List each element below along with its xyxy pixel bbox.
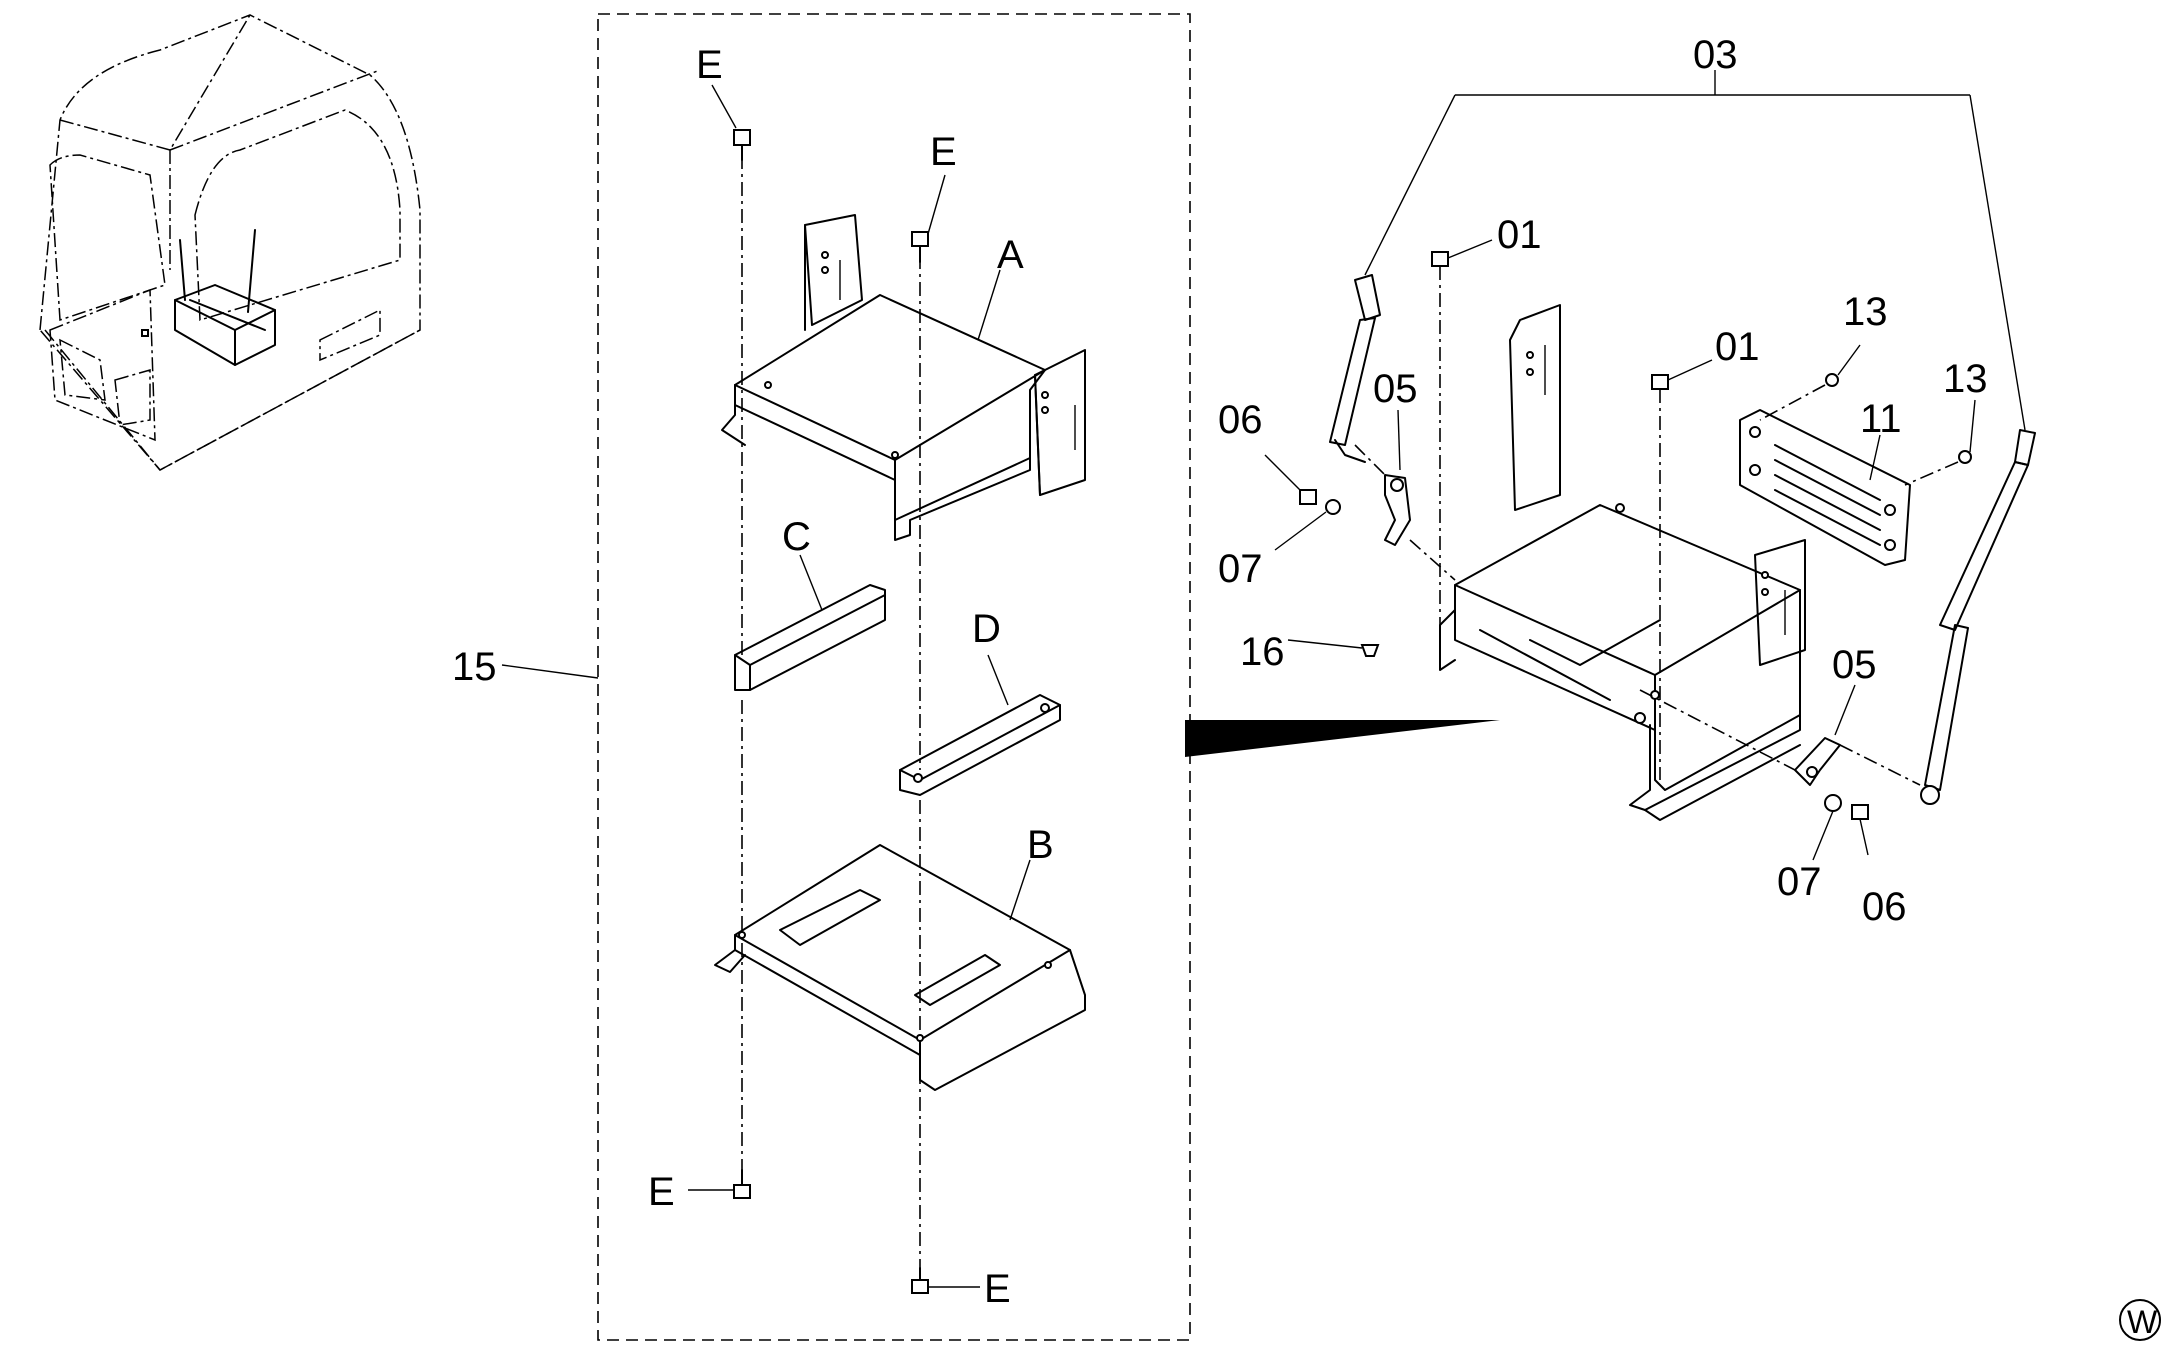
- bolt-01-2: [1651, 359, 1713, 780]
- bracket-05-lower: [1639, 684, 1921, 786]
- label-06-2: 06: [1862, 885, 1907, 929]
- bracket-05-upper: [1354, 409, 1456, 581]
- label-b: B: [1027, 823, 1054, 867]
- label-e-3: E: [648, 1170, 675, 1214]
- bolt-06-lower: [1851, 804, 1869, 856]
- leader-15: [501, 664, 599, 679]
- label-03: 03: [1693, 33, 1738, 77]
- bolt-e-2: [911, 174, 946, 263]
- bolt-e-3: [688, 1169, 751, 1199]
- leader-11: [1869, 434, 1881, 481]
- label-15: 15: [452, 645, 497, 689]
- bolt-01-1: [1431, 239, 1493, 665]
- label-07-1: 07: [1218, 547, 1263, 591]
- part-c-rail: [734, 584, 886, 691]
- label-a: A: [997, 233, 1024, 277]
- washer-07-upper: [1274, 499, 1341, 551]
- label-06-1: 06: [1218, 398, 1263, 442]
- label-e-2: E: [930, 130, 957, 174]
- leader-03-left: [1364, 94, 1456, 276]
- part-d-rail: [899, 694, 1061, 796]
- label-13-2: 13: [1943, 357, 1988, 401]
- label-c: C: [782, 515, 811, 559]
- label-07-2: 07: [1777, 860, 1822, 904]
- bolt-e-1: [711, 84, 751, 161]
- bolt-e-4: [911, 1267, 980, 1294]
- assembly-arrow: [1185, 720, 1500, 757]
- plug-16: [1287, 639, 1380, 657]
- label-e-1: E: [696, 43, 723, 87]
- label-d: D: [972, 607, 1001, 651]
- label-01-1: 01: [1497, 213, 1542, 257]
- part-b-base: [714, 844, 1086, 1091]
- label-e-4: E: [984, 1267, 1011, 1311]
- label-16: 16: [1240, 630, 1285, 674]
- label-05-2: 05: [1832, 643, 1877, 687]
- part-a-bracket: [721, 214, 1086, 541]
- washer-07-lower: [1812, 794, 1842, 861]
- bolt-06-upper: [1264, 454, 1317, 505]
- watermark-w: W: [2119, 1299, 2161, 1341]
- svg-text:W: W: [2127, 1304, 2158, 1340]
- seat-belt-left: [1329, 274, 1381, 463]
- leader-a: [977, 269, 1001, 341]
- leader-03-right: [1969, 94, 2026, 431]
- leader-c: [799, 554, 823, 611]
- screw-13-1: [1759, 344, 1861, 421]
- leader-d: [987, 654, 1009, 706]
- label-01-2: 01: [1715, 325, 1760, 369]
- part-11-plate: [1739, 409, 1911, 566]
- screw-13-2: [1904, 399, 1976, 486]
- assembly-frame: [597, 13, 1191, 1341]
- cab-overview: [39, 14, 421, 471]
- label-13-1: 13: [1843, 290, 1888, 334]
- seat-belt-right: [1920, 429, 2036, 805]
- label-05-1: 05: [1373, 367, 1418, 411]
- assembled-seat-stand: [1439, 304, 1806, 821]
- leader-b: [1009, 859, 1031, 921]
- label-11: 11: [1860, 397, 1902, 441]
